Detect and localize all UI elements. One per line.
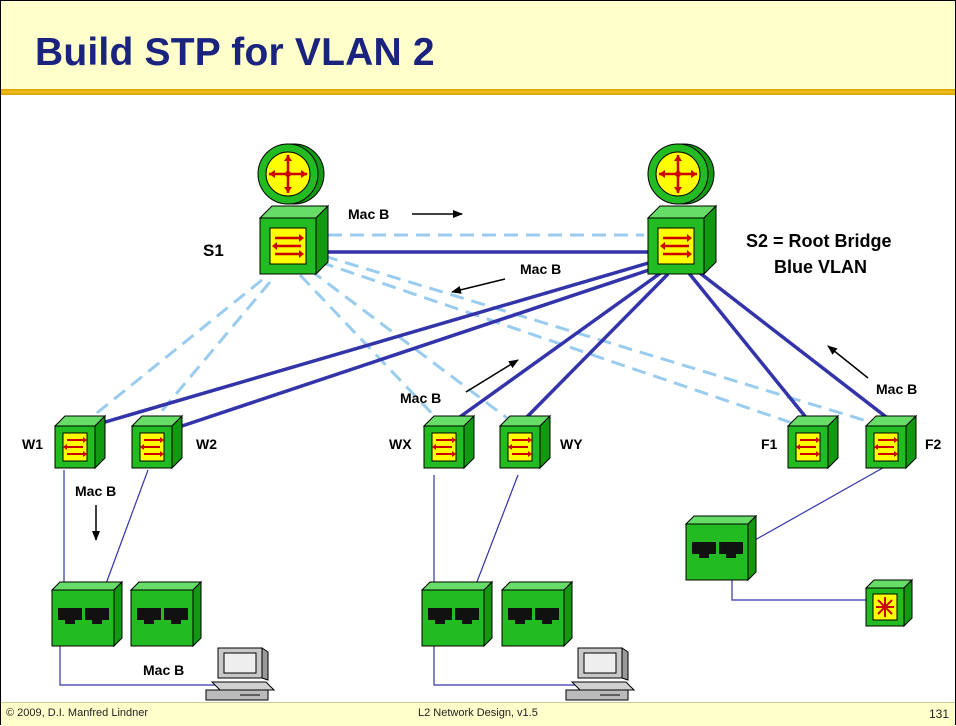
patch-panel-icon (51, 581, 123, 647)
w1-label: W1 (22, 436, 43, 452)
title-rule (1, 89, 955, 95)
switch-icon (499, 415, 551, 469)
workstation-icon (565, 647, 635, 701)
router-icon (646, 142, 716, 206)
switch-icon (865, 415, 917, 469)
switch-icon (646, 204, 718, 276)
arrow-icon (92, 210, 869, 541)
switch-icon (787, 415, 839, 469)
hub-icon (865, 579, 913, 627)
title-bar: Build STP for VLAN 2 (1, 1, 955, 89)
mac-label-s2: Mac B (520, 261, 561, 277)
f1-label: F1 (761, 436, 778, 452)
wy-label: WY (560, 436, 583, 452)
w2-label: W2 (196, 436, 217, 452)
patch-panel-icon (421, 581, 493, 647)
patch-panel-icon (685, 515, 757, 581)
workstation-icon (205, 647, 275, 701)
mac-label-pc: Mac B (143, 662, 184, 678)
active-links (94, 250, 892, 432)
router-icon (256, 142, 326, 206)
patch-panel-icon (501, 581, 573, 647)
mac-label-w: Mac B (75, 483, 116, 499)
footer-course: L2 Network Design, v1.5 (418, 707, 538, 719)
f2-label: F2 (925, 436, 942, 452)
mac-label-top: Mac B (348, 206, 389, 222)
root-bridge-label: S2 = Root Bridge (746, 231, 892, 251)
switch-icon (131, 415, 183, 469)
mac-label-mid: Mac B (400, 390, 441, 406)
blocked-links (81, 233, 881, 427)
page-number: 131 (928, 707, 949, 721)
patch-panel-icon (130, 581, 202, 647)
access-cables (59, 464, 889, 686)
wx-label: WX (389, 436, 412, 452)
switch-icon (258, 204, 330, 276)
footer-copyright: © 2009, D.I. Manfred Lindner (6, 707, 149, 719)
s1-label: S1 (203, 241, 224, 260)
switch-icon (54, 415, 106, 469)
slide-title: Build STP for VLAN 2 (35, 31, 435, 74)
footer: © 2009, D.I. Manfred Lindner L2 Network … (1, 702, 955, 726)
switch-icon (423, 415, 475, 469)
root-bridge-vlan-label: Blue VLAN (774, 257, 867, 277)
mac-label-f: Mac B (876, 381, 917, 397)
